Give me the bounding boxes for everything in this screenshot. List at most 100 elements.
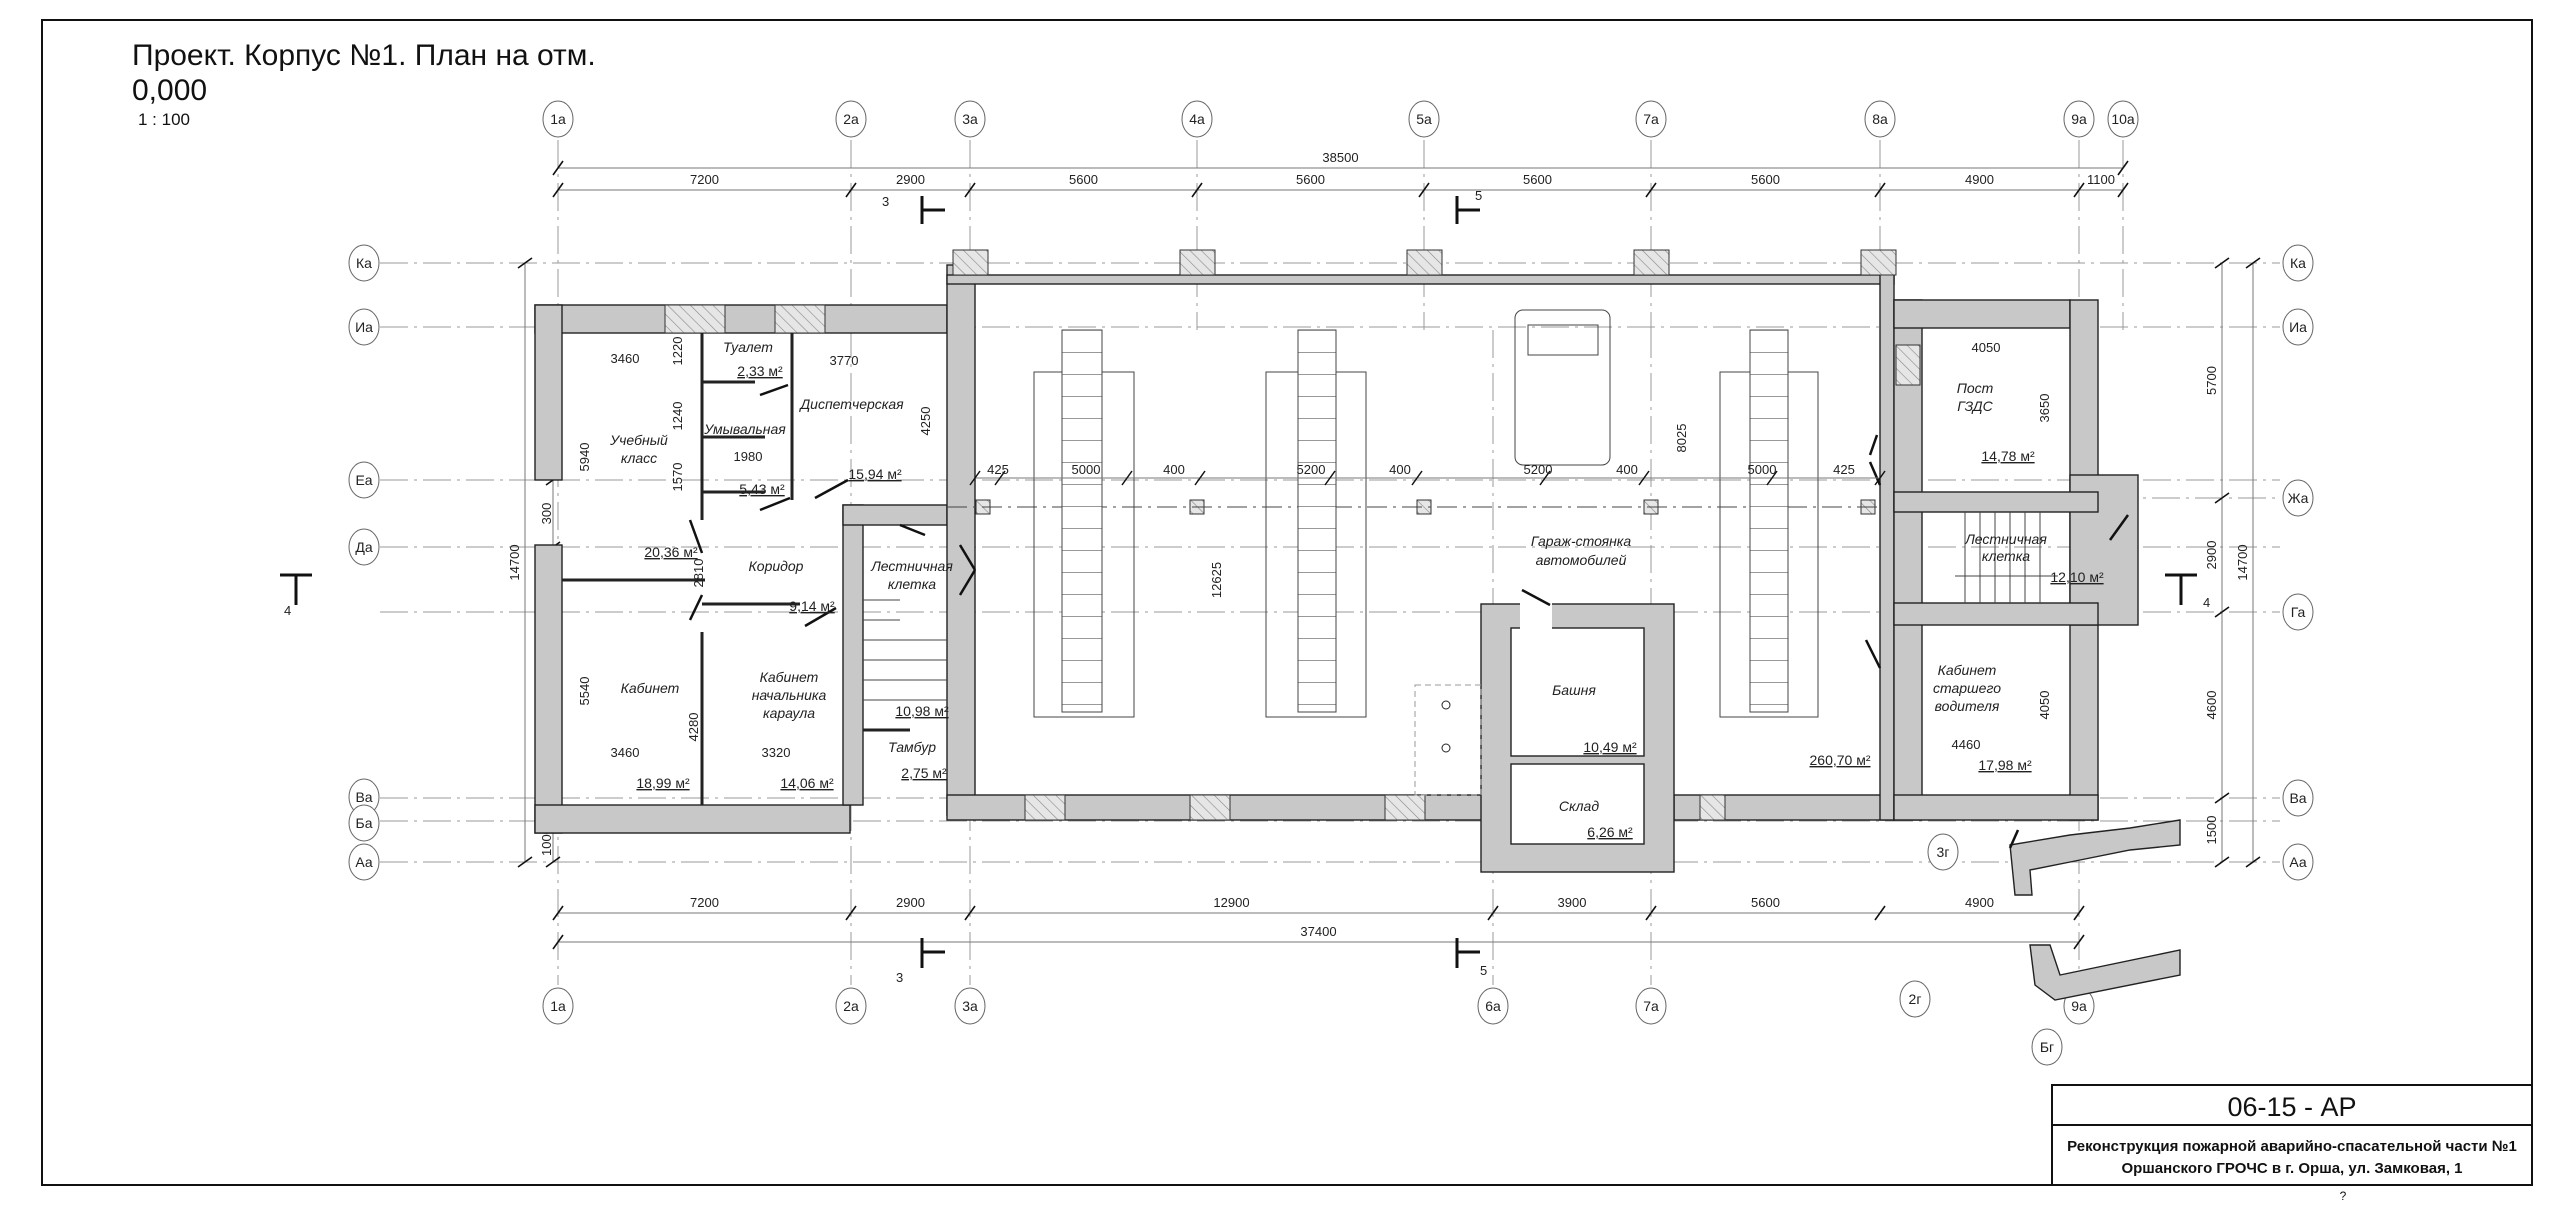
room-washroom-area: 5,43 м² (739, 481, 785, 497)
room-stair2-name: Лестничная (1964, 531, 2047, 547)
grid-column-bottom-bubble (1477, 987, 1509, 1025)
grid-column-bottom-bubble (1635, 987, 1667, 1025)
grid-row-left-label: Да (355, 539, 372, 555)
room-chief-name: начальника (752, 687, 827, 703)
room-stair1-name: клетка (888, 576, 936, 592)
grid-column-top-label: 1а (550, 111, 566, 127)
section-markers: 3 5 3 5 4 4 (280, 188, 2210, 985)
dimension-tick (1539, 470, 1551, 486)
fire-truck-2 (1265, 329, 1367, 718)
grid-row-left-label: Ба (356, 815, 373, 831)
room-stair2-area: 12,10 м² (2050, 569, 2104, 585)
room-toilet-name: Туалет (723, 339, 773, 355)
dim-text: 1980 (734, 449, 763, 464)
staircase-left (863, 599, 947, 732)
grid-row-left-bubble (348, 804, 380, 842)
dimension-tick (845, 905, 857, 921)
room-vestibule-area: 2,75 м² (901, 765, 947, 781)
room-stair1-area: 10,98 м² (895, 703, 949, 719)
grid-row-left-label: Ка (356, 255, 372, 271)
grid-row-left-label: Ва (355, 789, 372, 805)
dimension-tick (2073, 182, 2085, 198)
dim-text: 8025 (1674, 424, 1689, 453)
grid-row-right-label: Ка (2290, 255, 2306, 271)
dimension-value: 4900 (1965, 895, 1994, 910)
dim-text: 1570 (670, 463, 685, 492)
room-corridor-name: Коридор (749, 558, 804, 574)
grid-row-right-label: Иа (2289, 319, 2307, 335)
project-description-line1: Реконструкция пожарной аварийно-спасател… (2067, 1138, 2517, 1155)
dimension-value: 5600 (1751, 895, 1780, 910)
room-vestibule-name: Тамбур (888, 739, 936, 755)
grid-column-bottom-label: 7а (1643, 998, 1659, 1014)
room-dispatch-name: Диспетчерская (798, 396, 904, 412)
dimension-value: 7200 (690, 895, 719, 910)
grid-row-left-label: Еа (355, 472, 372, 488)
room-corridor-area: 9,14 м² (789, 598, 835, 614)
dimension-tick (552, 160, 564, 176)
walls (534, 249, 2181, 1001)
dimension-tick (2214, 606, 2230, 618)
dimension-overall: 14700 (2235, 544, 2250, 580)
grid-row-left-bubble (348, 244, 380, 282)
grid-row-left-label: Иа (355, 319, 373, 335)
grid-column-top-label: 2а (843, 111, 859, 127)
garage-dimension-value: 400 (1163, 462, 1185, 477)
dimension-value: 2900 (896, 172, 925, 187)
dimension-tick (2117, 160, 2129, 176)
dimension-tick (1324, 470, 1336, 486)
room-driver-name: старшего (1933, 680, 2001, 696)
grid-row-right-bubble (2282, 779, 2314, 817)
dimension-tick (1766, 470, 1778, 486)
room-post-name: Пост (1957, 380, 1994, 396)
title-block: 06-15 - АР Реконструкция пожарной аварий… (2051, 1084, 2533, 1203)
dimension-tick (2073, 934, 2085, 950)
garage-dimension-value: 5000 (1072, 462, 1101, 477)
grid-row-left-bubble (348, 308, 380, 346)
dimension-tick (1121, 470, 1133, 486)
grid-column-top-bubble (1635, 100, 1667, 138)
grid-extra-bubble (2031, 1028, 2063, 1066)
dimension-value: 12900 (1213, 895, 1249, 910)
dim-text: 12625 (1209, 562, 1224, 598)
section-5-top-label: 5 (1475, 188, 1482, 203)
grid-column-top-label: 9а (2071, 111, 2087, 127)
dim-text: 5540 (577, 677, 592, 706)
grid-column-top-bubble (835, 100, 867, 138)
dimension-value: 4900 (1965, 172, 1994, 187)
grid-column-top-label: 7а (1643, 111, 1659, 127)
page-number: ? (2340, 1189, 2347, 1203)
dimension-tick (2073, 905, 2085, 921)
grid-row-right-bubble (2282, 308, 2314, 346)
dim-text: 3650 (2037, 394, 2052, 423)
room-tower-name: Башня (1552, 682, 1596, 698)
section-3-top-label: 3 (882, 194, 889, 209)
dimension-tick (1874, 470, 1886, 486)
dimension-value: 5600 (1069, 172, 1098, 187)
dimension-tick (552, 182, 564, 198)
dimension-tick (964, 905, 976, 921)
dim-text: 3460 (611, 745, 640, 760)
dimension-value: 4600 (2204, 691, 2219, 720)
grid-column-top-bubble (2063, 100, 2095, 138)
dimension-tick (545, 856, 561, 868)
dimension-value: 5600 (1296, 172, 1325, 187)
dim-text: 3770 (830, 353, 859, 368)
grid-row-right-bubble (2282, 479, 2314, 517)
dimension-tick (1191, 182, 1203, 198)
dim-text: 4280 (686, 713, 701, 742)
dimension-overall: 14700 (507, 544, 522, 580)
room-garage-name: Гараж-стоянка (1531, 533, 1632, 549)
dimension-tick (552, 934, 564, 950)
room-chief-name: Кабинет (760, 669, 819, 685)
dimension-overall: 38500 (1322, 150, 1358, 165)
dimension-value: 1100 (2087, 172, 2115, 187)
grid-column-bottom-label: 6а (1485, 998, 1501, 1014)
grid-column-top-label: 8а (1872, 111, 1888, 127)
grid-column-top-bubble (1864, 100, 1896, 138)
room-post-name: ГЗДС (1957, 398, 1993, 414)
grid-row-left-bubble (348, 461, 380, 499)
grid-column-top-label: 3а (962, 111, 978, 127)
